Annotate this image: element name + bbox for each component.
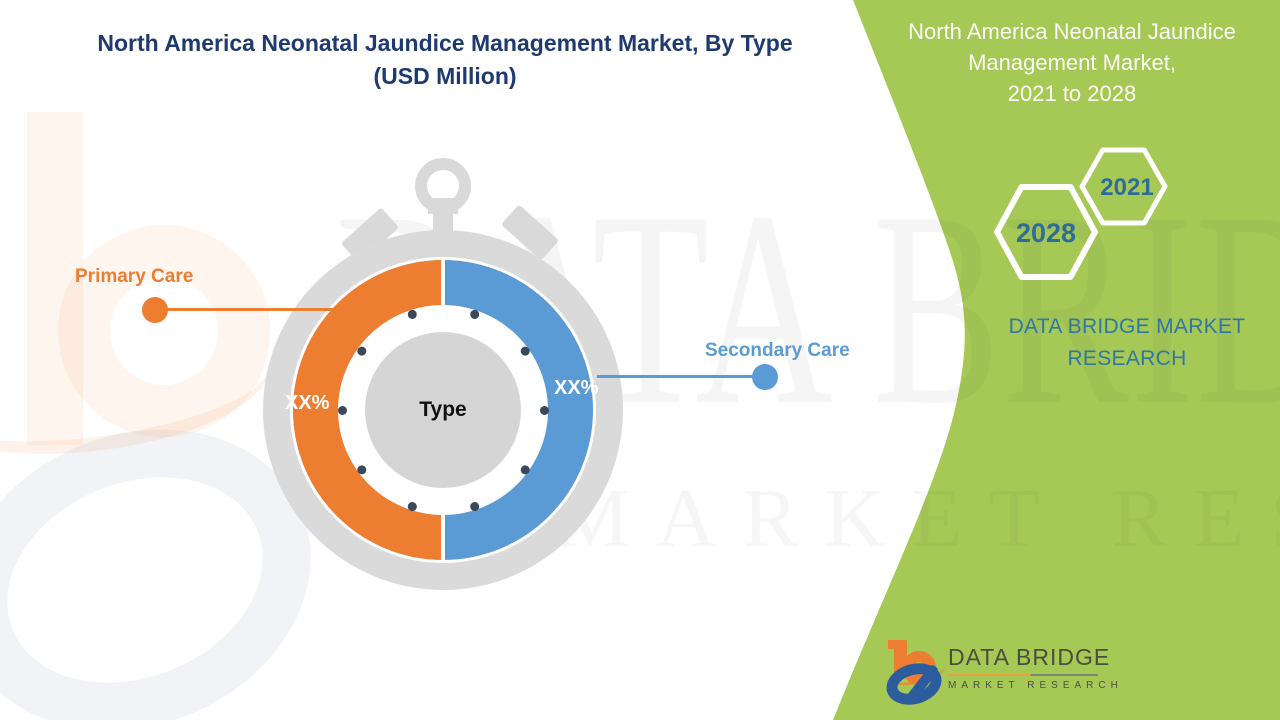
tick-dot — [338, 406, 347, 415]
year-start-label: 2021 — [1100, 174, 1153, 201]
side-panel-title: North America Neonatal Jaundice Manageme… — [872, 16, 1272, 109]
donut-center-label: Type — [365, 332, 521, 488]
chart-title-line2: (USD Million) — [373, 63, 517, 89]
footer-logo-b-foot — [888, 640, 897, 649]
slice-value-secondary: XX% — [554, 377, 599, 399]
footer-logo: DATA BRIDGE MARKET RESEARCH — [881, 636, 1123, 711]
side-panel-title-line3: 2021 to 2028 — [1007, 81, 1137, 106]
forecast-hexagons: 2028 2021 — [994, 147, 1168, 280]
tick-dot — [540, 406, 549, 415]
legend-leader-line-secondary — [597, 375, 765, 378]
slice-value-primary: XX% — [285, 392, 330, 414]
legend-dot-primary — [142, 297, 168, 323]
hexagon-2028 — [994, 184, 1098, 280]
brand-heading-line1: DATA BRIDGE MARKET — [1008, 315, 1246, 338]
legend-leader-line-primary — [160, 308, 335, 311]
brand-heading: DATA BRIDGE MARKET RESEARCH — [963, 311, 1280, 375]
brand-heading-line2: RESEARCH — [1067, 347, 1187, 370]
chart-title: North America Neonatal Jaundice Manageme… — [45, 27, 845, 93]
footer-logo-title: DATA BRIDGE — [948, 644, 1111, 670]
chart-title-line1: North America Neonatal Jaundice Manageme… — [97, 30, 793, 56]
green-panel-shape — [833, 0, 1280, 720]
legend-label-primary-care: Primary Care — [75, 266, 194, 287]
side-panel-title-line2: Management Market, — [968, 50, 1176, 75]
year-end-label: 2028 — [1016, 218, 1076, 248]
side-panel-title-line1: North America Neonatal Jaundice — [908, 19, 1236, 44]
hexagon-2021 — [1079, 147, 1168, 226]
legend-dot-secondary — [752, 364, 778, 390]
footer-logo-divider — [948, 674, 1098, 676]
footer-logo-subtitle: MARKET RESEARCH — [948, 680, 1123, 691]
watermark-market-research: MARKET RESEARCH — [555, 472, 1280, 565]
legend-label-secondary-care: Secondary Care — [705, 340, 850, 361]
footer-logo-text: DATA BRIDGE MARKET RESEARCH — [948, 644, 1123, 691]
